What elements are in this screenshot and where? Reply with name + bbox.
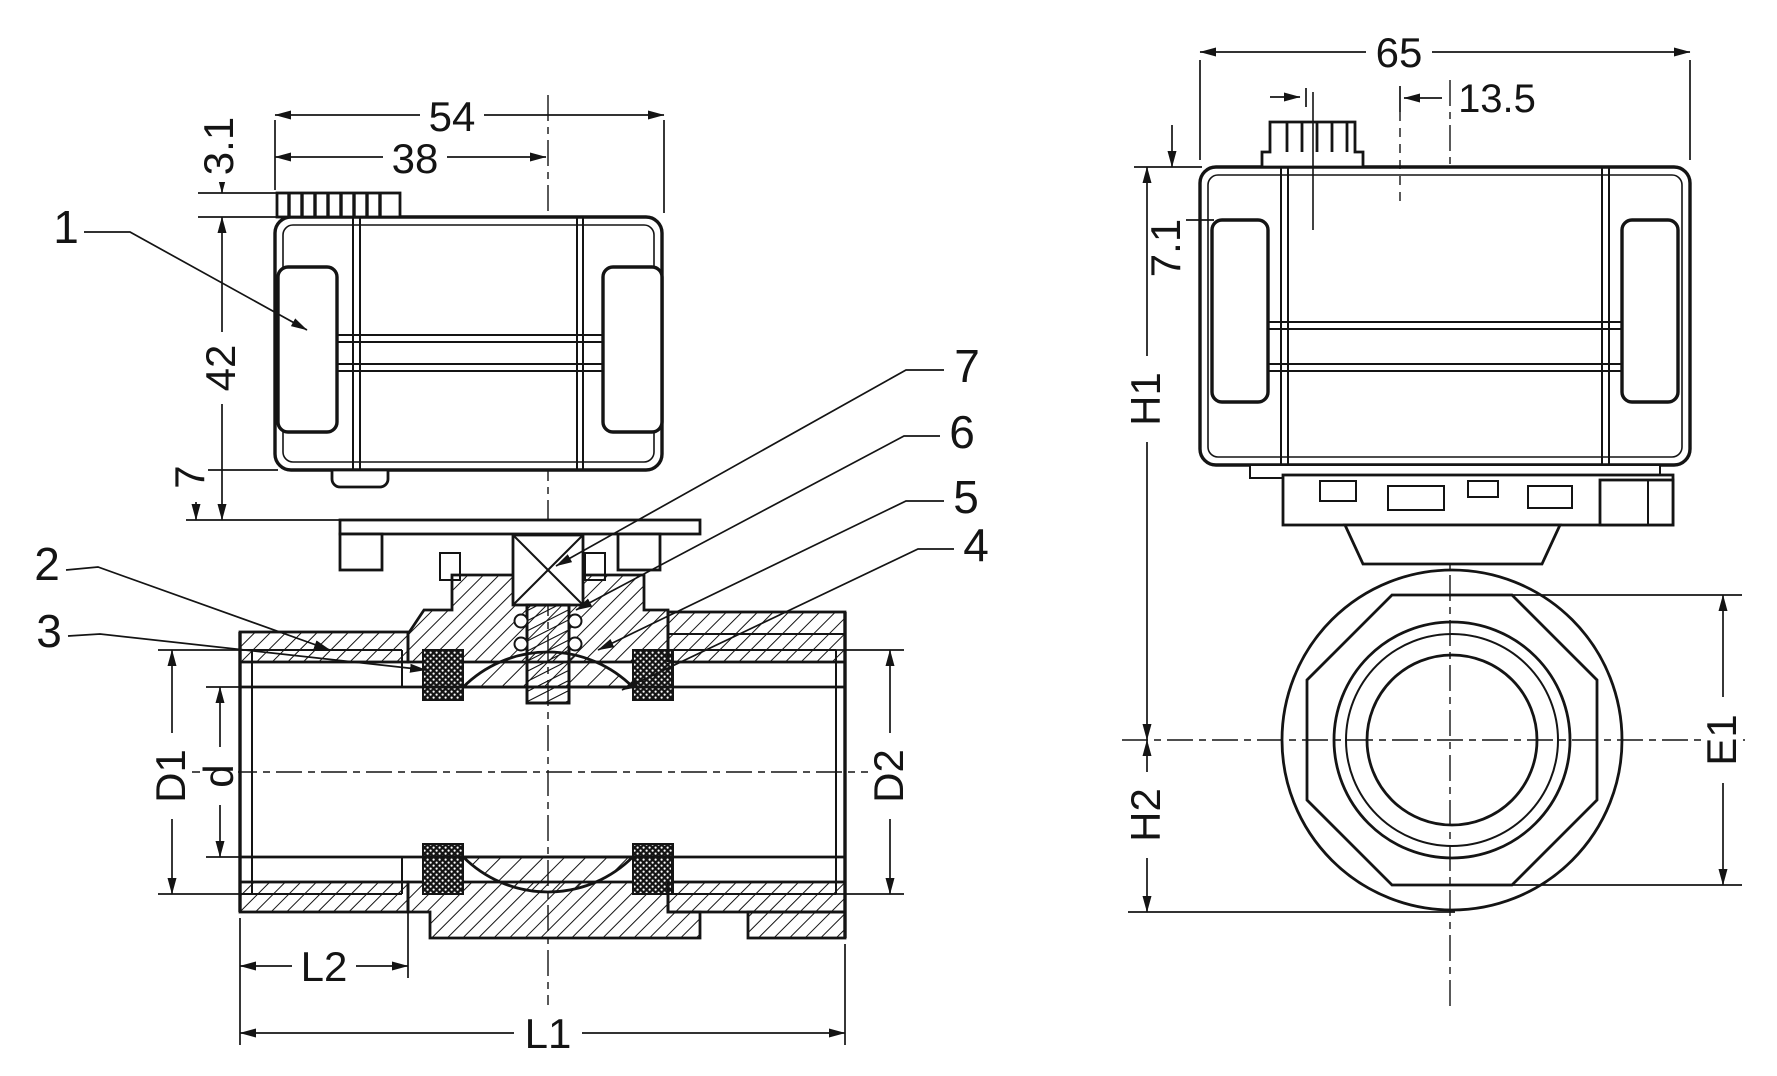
valve-end-view xyxy=(1280,568,1624,912)
side-view: 65 13.5 7.1 H1 H2 E1 xyxy=(1122,29,1745,1010)
bracket-tab xyxy=(1598,478,1675,527)
actuator-bottom-tab xyxy=(330,468,390,489)
dim-overall-length-label: L1 xyxy=(525,1010,572,1057)
dim-inlet-dia-label: D1 xyxy=(147,749,194,803)
valve-seats xyxy=(422,649,674,895)
dim-thread-length-label: L2 xyxy=(301,943,348,990)
dim-bore-dia-label: d xyxy=(195,764,242,787)
bore-circle xyxy=(1365,653,1539,827)
bonnet-neck-side xyxy=(1342,523,1563,566)
callout-packing: 6 xyxy=(949,406,975,458)
actuator-ear-right xyxy=(601,265,664,434)
callout-bonnet: 5 xyxy=(953,471,979,523)
bracket-block-left xyxy=(338,532,384,572)
leader-6 xyxy=(575,435,940,611)
actuator-side xyxy=(1198,92,1692,467)
dim-actuator-height-label: 42 xyxy=(197,345,244,392)
leader-5 xyxy=(597,500,944,651)
dim-actuator-width-label: 54 xyxy=(429,93,476,140)
actuator-case-side xyxy=(1198,165,1692,467)
union-outer-circle xyxy=(1280,568,1624,912)
callout-stem: 7 xyxy=(954,340,980,392)
side-bracket xyxy=(1249,464,1675,566)
cable-connector xyxy=(1260,92,1365,230)
front-dimensions: 54 38 3.1 42 7 D1 d xyxy=(147,93,912,1057)
thread-minor-circle xyxy=(1345,633,1559,847)
side-dimensions: 65 13.5 7.1 H1 H2 E1 xyxy=(1122,29,1745,913)
dim-gap-label: 7 xyxy=(166,465,213,488)
callout-actuator: 1 xyxy=(53,201,79,253)
side-ear-right xyxy=(1620,218,1680,404)
leader-7 xyxy=(555,369,944,567)
thread-major-circle xyxy=(1332,620,1572,860)
dim-conduit-offset-label: 13.5 xyxy=(1458,77,1536,121)
stem-packing-orings xyxy=(513,613,583,652)
callout-body: 2 xyxy=(34,538,60,590)
stem-coupling xyxy=(511,533,585,607)
terminal-strip xyxy=(275,191,402,219)
part-callouts: 1 2 3 7 6 5 4 xyxy=(34,201,989,691)
dim-h1-label: H1 xyxy=(1122,372,1169,426)
callout-seat: 3 xyxy=(36,605,62,657)
dim-e1-label: E1 xyxy=(1698,714,1745,765)
inlet-wall-bottom xyxy=(238,880,410,914)
leader-4 xyxy=(621,548,954,691)
dim-depth-label: 65 xyxy=(1376,29,1423,76)
dim-outlet-dia-label: D2 xyxy=(865,749,912,803)
actuator-front xyxy=(273,191,664,489)
actuator-ear-left xyxy=(276,265,339,434)
leader-1 xyxy=(84,231,308,331)
ball-bottom-segment xyxy=(459,855,637,894)
front-view: 54 38 3.1 42 7 D1 d xyxy=(34,93,989,1057)
dim-width-to-axis-label: 38 xyxy=(392,135,439,182)
hex-flats xyxy=(1305,593,1599,887)
side-ear-left xyxy=(1210,218,1270,404)
dim-cover-step-label: 7.1 xyxy=(1142,219,1189,277)
bracket-block-right xyxy=(616,532,662,572)
callout-union: 4 xyxy=(963,519,989,571)
dim-h2-label: H2 xyxy=(1122,788,1169,842)
outlet-wall-bottom xyxy=(666,880,847,914)
outlet-foot xyxy=(746,910,847,940)
bore-lines xyxy=(238,612,847,938)
leader-3 xyxy=(67,633,427,673)
dim-cap-height-label: 3.1 xyxy=(195,117,242,175)
leader-2 xyxy=(65,566,331,651)
